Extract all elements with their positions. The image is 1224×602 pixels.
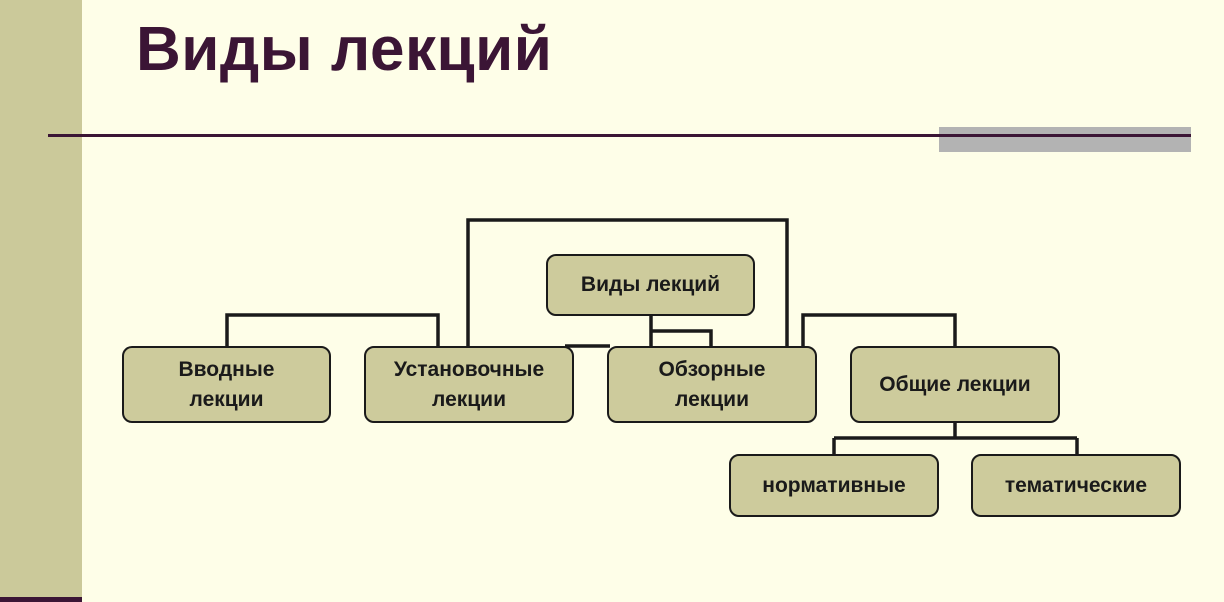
node-vvodnye-line2: лекции <box>189 387 264 411</box>
connector-obzornye-obshchie <box>801 313 957 350</box>
connector-bracket <box>466 218 789 350</box>
node-ustanovochnye: Установочные лекции <box>364 346 574 423</box>
node-tematicheskie: тематические <box>971 454 1181 517</box>
node-obshchie: Общие лекции <box>850 346 1060 423</box>
node-vvodnye-line1: Вводные <box>178 357 275 381</box>
title-underline <box>48 134 1190 137</box>
node-obzornye-line2: лекции <box>675 387 749 411</box>
node-ustanovochnye-line2: лекции <box>432 387 506 411</box>
slide-title: Виды лекций <box>136 15 553 84</box>
side-bar <box>0 0 82 602</box>
node-obzornye-line1: Обзорные <box>658 357 766 381</box>
title-underline-overlay <box>939 134 1191 137</box>
node-root-label: Виды лекций <box>580 273 721 296</box>
node-obzornye: Обзорные лекции <box>607 346 817 423</box>
side-bar-footer-line <box>0 597 82 602</box>
node-normativnye: нормативные <box>729 454 939 517</box>
connector-vvodnye-ustanovochnye <box>225 313 440 350</box>
node-ustanovochnye-line1: Установочные <box>393 357 545 381</box>
node-root: Виды лекций <box>546 254 755 316</box>
node-obshchie-label: Общие лекции <box>879 372 1031 396</box>
node-tematicheskie-label: тематические <box>1004 473 1148 497</box>
connector-root-small <box>651 329 713 350</box>
title-accent-bar <box>939 127 1191 152</box>
node-vvodnye: Вводные лекции <box>122 346 331 423</box>
node-normativnye-label: нормативные <box>762 473 906 497</box>
